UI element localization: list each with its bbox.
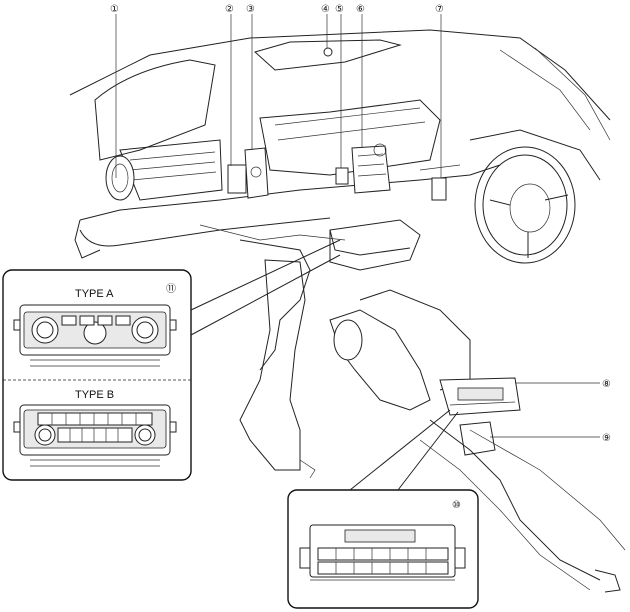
- wiring-harness-a: [199, 224, 346, 241]
- harness-connector: [594, 569, 621, 593]
- component-2-box: [227, 164, 247, 194]
- inset-10-pointer-left: [349, 409, 451, 491]
- inset-10-pointer-right: [397, 411, 459, 491]
- callout-3-label: ③: [246, 4, 255, 15]
- callout-2-label: ②: [225, 4, 234, 15]
- component-9-unit: [459, 421, 496, 456]
- inset-10-mount-right: [454, 547, 466, 569]
- component-6-knob: [373, 143, 387, 157]
- console-bracket-edge: [329, 229, 411, 256]
- callout-5-label: ⑤: [335, 4, 344, 15]
- callout-4-label: ④: [321, 4, 330, 15]
- callout-7-label: ⑦: [435, 4, 444, 15]
- type-b-button-row-bottom: [57, 427, 133, 443]
- callout-leaders: [115, 14, 600, 438]
- passenger-side-vent: [105, 155, 135, 201]
- type-b-mount-right: [169, 421, 177, 433]
- instrument-cluster-hood: [469, 129, 601, 181]
- type-a-mount-right: [169, 319, 177, 331]
- type-b-label: TYPE B: [75, 389, 114, 401]
- type-a-left-knob: [31, 316, 59, 344]
- type-b-base-lines: [30, 459, 160, 467]
- console-top-bracket: [329, 219, 421, 271]
- blower-motor: [333, 319, 363, 361]
- glovebox-panel: [119, 139, 223, 201]
- type-a-button: [115, 315, 131, 326]
- floor-panel-line: [469, 429, 626, 551]
- type-a-label: TYPE A: [75, 288, 114, 300]
- type-b-left-knob: [34, 424, 56, 446]
- duct-foot: [299, 459, 316, 479]
- callout-9-label: ⑨: [602, 433, 611, 444]
- type-b-bottom-button-dividers: [69, 428, 119, 442]
- callout-6-label: ⑥: [356, 4, 365, 15]
- component-8-display: [457, 387, 504, 401]
- floor-harness-line: [429, 419, 601, 581]
- console-left-edge: [239, 239, 311, 371]
- type-b-right-knob: [134, 424, 156, 446]
- type-a-base-lines: [30, 359, 160, 367]
- type-a-button: [79, 315, 95, 326]
- dash-lower-trim: [79, 217, 331, 247]
- windshield-vent-panel: [253, 39, 402, 71]
- inset-10-display: [344, 529, 416, 543]
- center-dash-upper: [259, 99, 441, 176]
- inset-10-button-row-bottom: [317, 561, 449, 575]
- type-b-control-panel: [13, 404, 177, 467]
- component-8-button-row: [449, 401, 516, 406]
- component-7-bracket: [419, 164, 461, 171]
- component-3-box: [244, 147, 269, 199]
- callout-8-label: ⑧: [602, 379, 611, 390]
- component-5-module: [335, 167, 349, 185]
- glovebox-lines: [129, 151, 217, 181]
- left-kick-panel: [74, 219, 101, 259]
- type-b-top-button-dividers: [51, 413, 137, 425]
- component-4-sensor: [323, 47, 333, 57]
- blower-upper-duct: [359, 289, 471, 391]
- component-6-module: [351, 145, 391, 194]
- passenger-airbag-cover: [94, 59, 216, 161]
- passenger-side-vent-inner: [111, 163, 129, 193]
- a-pillar-outer-line: [534, 47, 611, 141]
- inset-11-pointer-top: [190, 239, 341, 311]
- steering-wheel: [474, 146, 576, 264]
- type-a-control-panel: [13, 304, 177, 367]
- type-b-button-row-top: [37, 412, 153, 426]
- a-pillar-line: [499, 49, 591, 131]
- inset-11-pointer-bottom: [190, 254, 341, 336]
- inset-10-button-row-top: [317, 547, 449, 561]
- type-b-mount-left: [13, 421, 21, 433]
- inset-10-top-dividers: [335, 548, 427, 560]
- type-a-right-knob: [131, 316, 159, 344]
- windshield-top-edge: [69, 29, 611, 121]
- type-a-button: [97, 315, 113, 326]
- callout-1-label: ①: [110, 4, 119, 15]
- floor-harness-line-2: [419, 439, 591, 591]
- type-a-button: [61, 315, 77, 326]
- inset-10-control-unit: [299, 524, 466, 581]
- inset-10-mount-left: [299, 547, 311, 569]
- center-dash-ribs: [274, 107, 426, 141]
- inset-10-panel: ⑩: [287, 409, 479, 609]
- heater-duct-left: [239, 259, 306, 471]
- component-3-connector: [250, 166, 262, 178]
- callout-10-label: ⑩: [452, 500, 461, 511]
- dash-lower-edge: [79, 164, 501, 221]
- inset-11-panel: TYPE A TYPE B ⑪: [2, 239, 341, 481]
- dashboard-drawing: [69, 29, 626, 593]
- component-7-box: [431, 177, 447, 201]
- callout-labels: ① ② ③ ④ ⑤ ⑥ ⑦ ⑧ ⑨: [110, 4, 611, 444]
- type-a-center-knob: [83, 321, 107, 345]
- type-a-mount-left: [13, 319, 21, 331]
- callout-11-label: ⑪: [166, 283, 176, 295]
- inset-10-bottom-dividers: [335, 562, 427, 574]
- component-6-details: [357, 153, 387, 177]
